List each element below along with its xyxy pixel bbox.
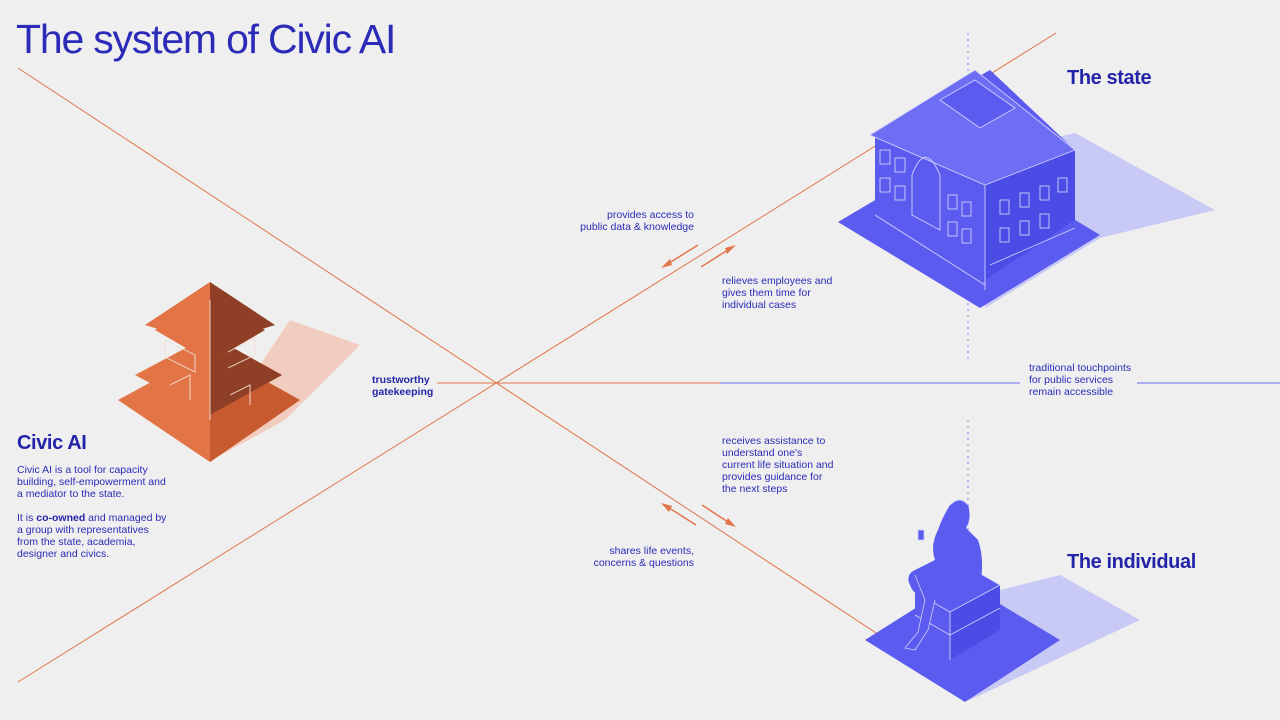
civic-ai-label: Civic AI: [17, 432, 87, 454]
desc-suffix: and managed by a group with representati…: [17, 512, 167, 560]
building-icon: [838, 69, 1215, 308]
flow-line: provides guidance for: [722, 471, 823, 483]
flow-line: receives assistance to: [722, 435, 826, 447]
gatekeeping-line: gatekeeping: [372, 386, 434, 398]
flow-line: individual cases: [722, 299, 797, 311]
flow-line: current life situation and: [722, 459, 834, 471]
flow-line: shares life events,: [609, 545, 694, 557]
flow-line: provides access to: [607, 209, 694, 221]
desc-prefix: It is: [17, 512, 37, 524]
flow-ai-to-state: relieves employees and gives them time f…: [722, 275, 862, 311]
flow-line: gives them time for: [722, 287, 811, 299]
pagoda-icon: [118, 282, 360, 462]
civic-ai-description-1: Civic AI is a tool for capacity building…: [17, 464, 166, 500]
arrow-individual-to-ai: [661, 503, 697, 526]
flow-line: relieves employees and: [722, 275, 833, 287]
arrow-state-to-ai: [661, 244, 699, 268]
gatekeeping-label: trustworthy gatekeeping: [372, 374, 433, 398]
touchpoints-line: for public services: [1029, 374, 1114, 386]
state-label: The state: [1067, 67, 1152, 89]
flow-line: public data & knowledge: [580, 221, 694, 233]
civic-ai-description: Civic AI is a tool for capacity building…: [17, 464, 167, 572]
flow-state-to-ai: provides access to public data & knowled…: [560, 209, 694, 233]
touchpoints-line: remain accessible: [1029, 386, 1114, 398]
page-title: The system of Civic AI: [16, 16, 396, 62]
civic-ai-description-2: It is co-owned and managed by a group wi…: [17, 512, 167, 560]
flow-line: understand one's: [722, 447, 803, 459]
touchpoints-line: traditional touchpoints: [1029, 362, 1132, 374]
flow-line: concerns & questions: [593, 557, 694, 569]
flow-ai-to-individual: receives assistance to understand one's …: [722, 435, 862, 495]
desc-bold: co-owned: [36, 512, 86, 524]
flow-individual-to-ai: shares life events, concerns & questions: [560, 545, 694, 569]
arrow-ai-to-individual: [701, 504, 736, 527]
line-corner-to-individual: [17, 67, 906, 653]
touchpoints-label: traditional touchpoints for public servi…: [1029, 362, 1159, 398]
individual-label: The individual: [1067, 551, 1196, 573]
flow-line: the next steps: [722, 483, 788, 495]
person-seated-icon: [865, 499, 1140, 702]
arrow-ai-to-state: [700, 245, 736, 268]
gatekeeping-line: trustworthy: [372, 374, 430, 386]
